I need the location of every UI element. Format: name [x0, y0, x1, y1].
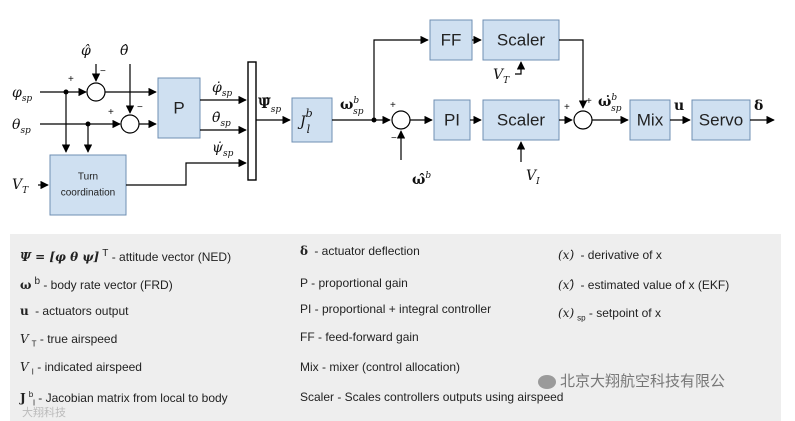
- scaler-mid-block: [482, 99, 560, 141]
- ff-scaler-out-wire: [559, 39, 588, 109]
- legend-attitude-vector: Ψ = [φ θ ψ]T - attitude vector (NED): [20, 248, 232, 264]
- vt-scaler-wire: [515, 61, 526, 75]
- legend-estimated: (x)̂ - estimated value of x (EKF): [558, 278, 730, 292]
- vt-scaler-label: VT: [493, 67, 510, 86]
- psi-dot-wire: [126, 158, 247, 186]
- sum-junction-4: [573, 110, 593, 130]
- legend-pi: PI - proportional + integral controller: [300, 302, 492, 316]
- sum-junction-1: [86, 82, 106, 102]
- sign: −: [137, 102, 143, 113]
- ff-block-label: FF: [441, 31, 462, 50]
- scaler-mid-label: Scaler: [497, 111, 546, 130]
- jacobian-block: [291, 97, 333, 143]
- servo-block-label: Servo: [699, 111, 743, 130]
- watermark-logo: 北京大翔航空科技有限公: [538, 370, 725, 391]
- corner-watermark: 大翔科技: [22, 407, 66, 419]
- omega-hat-label: ω̂b: [412, 171, 431, 188]
- turn-coord-label: coordination: [61, 188, 115, 199]
- ff-feed-wire: [373, 35, 429, 120]
- vt-input-label: VT: [12, 177, 29, 196]
- phi-hat-label: φ̂: [81, 43, 91, 59]
- servo-block: [691, 99, 751, 141]
- u-label: u: [674, 98, 684, 114]
- p-block-label: P: [173, 99, 184, 118]
- wechat-icon: [538, 375, 556, 390]
- legend-ff: FF - feed-forward gain: [300, 330, 419, 344]
- psi-vec-dot-label: Ψ̇sp: [258, 95, 281, 115]
- mux-bar: [247, 61, 257, 181]
- sign: +: [564, 102, 570, 113]
- psi-dot-label: ψ̇sp: [212, 140, 234, 159]
- p-block: [157, 77, 201, 139]
- sum-junction-3: [391, 110, 411, 130]
- pi-block: [433, 99, 471, 141]
- sign: −: [100, 66, 106, 77]
- legend-scaler: Scaler - Scales controllers outputs usin…: [300, 390, 564, 404]
- turn-coordination-block: [49, 154, 127, 216]
- delta-label: δ: [754, 98, 763, 114]
- scaler-top-label: Scaler: [497, 31, 546, 50]
- theta-sp-label: θsp: [12, 117, 31, 136]
- legend-mix: Mix - mixer (control allocation): [300, 360, 461, 374]
- legend-setpoint: (x)sp - setpoint of x: [558, 306, 661, 323]
- legend-actuators: u - actuators output: [20, 304, 129, 318]
- sign: +: [68, 74, 74, 85]
- phi-sp-label: φsp: [12, 85, 32, 104]
- legend-p: P - proportional gain: [300, 276, 408, 290]
- sign: +: [390, 100, 396, 111]
- phi-dot-label: φ̇sp: [212, 80, 232, 99]
- sum-junction-2: [120, 114, 140, 134]
- theta-hat-label: θ̂: [120, 43, 129, 59]
- mix-block-label: Mix: [637, 111, 664, 130]
- mix-block: [629, 99, 671, 141]
- vi-label: VI: [526, 168, 540, 187]
- legend-derivative: (x)̇ - derivative of x: [558, 248, 662, 262]
- sign: +: [108, 107, 114, 118]
- legend-delta: δ - actuator deflection: [300, 244, 420, 258]
- sign: +: [586, 96, 592, 107]
- pi-block-label: PI: [444, 111, 460, 130]
- turn-coord-label: Turn: [78, 172, 98, 183]
- theta-dot-label: θ̇sp: [212, 110, 231, 129]
- sign: −: [391, 133, 397, 144]
- scaler-top-block: [482, 19, 560, 61]
- control-block-diagram: φsp θsp VT + − φ̂ + − θ̂ P Turn coordina…: [12, 19, 775, 216]
